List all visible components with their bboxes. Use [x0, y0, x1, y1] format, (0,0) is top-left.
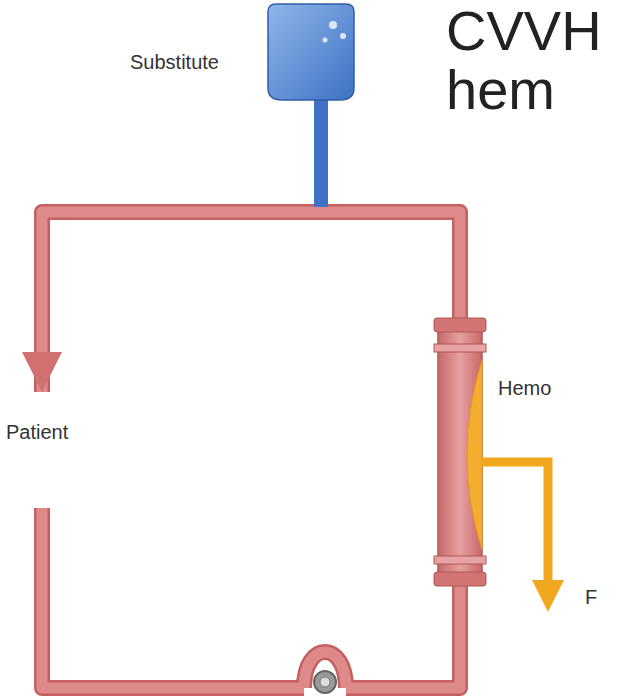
- roller-pump: [314, 671, 336, 693]
- patient-label: Patient: [6, 420, 68, 444]
- diagram-title: CVVH hem: [446, 2, 616, 120]
- blood-tubing: [42, 212, 460, 688]
- filter-label: Hemo: [498, 376, 551, 400]
- substitute-bag: [268, 4, 354, 207]
- filtrate-label: F: [585, 585, 597, 609]
- hemofilter: [434, 318, 486, 586]
- filtrate-line: [482, 462, 564, 612]
- flow-arrow: [22, 352, 62, 392]
- bag-label: Substitute: [130, 50, 219, 74]
